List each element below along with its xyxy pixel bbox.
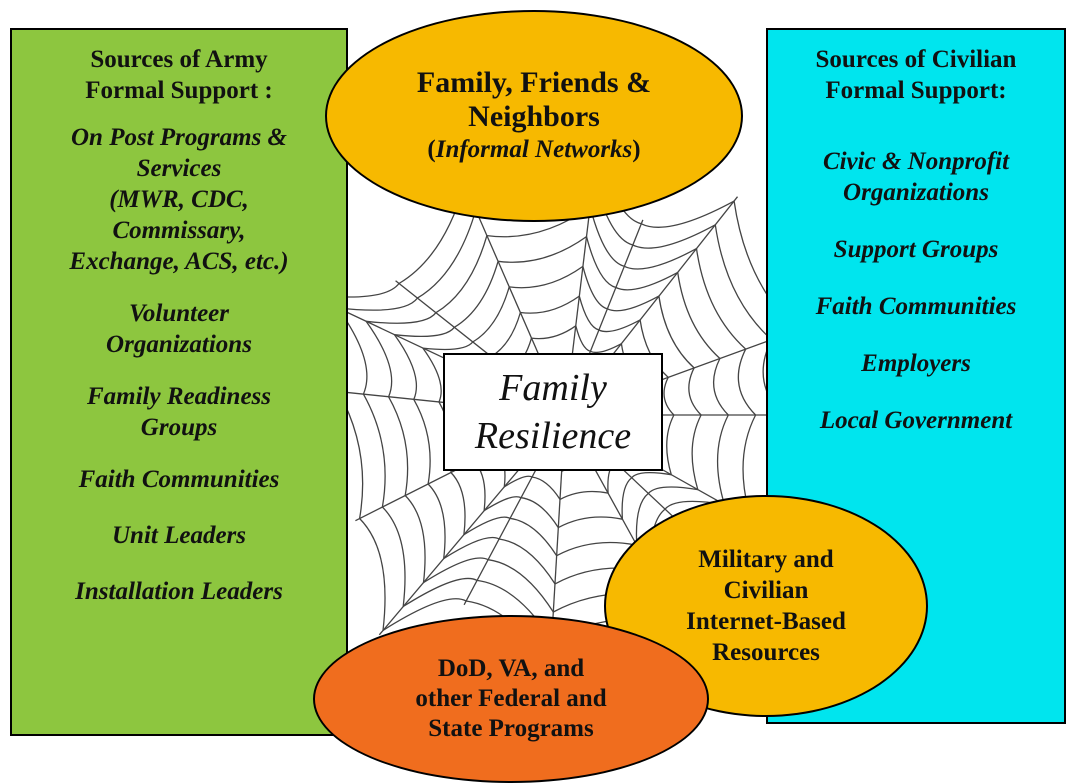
army-item-family-readiness-groups: Family Readiness Groups <box>12 381 346 443</box>
internet-line-3: Internet-Based <box>686 608 846 635</box>
army-item-line: Commissary, <box>112 217 246 244</box>
civilian-item-line: Support Groups <box>833 236 999 263</box>
civilian-item-line: Local Government <box>819 407 1013 434</box>
informal-paren-close: ) <box>632 136 641 163</box>
army-item-installation-leaders: Installation Leaders <box>12 576 346 607</box>
civilian-item-faith-communities: Faith Communities <box>768 291 1064 322</box>
family-resilience-box: Family Resilience <box>443 353 663 471</box>
army-item-line: Services <box>136 155 222 182</box>
army-item-faith-communities: Faith Communities <box>12 464 346 495</box>
army-item-line: Unit Leaders <box>111 522 247 549</box>
civilian-header-line-1: Sources of Civilian <box>815 46 1017 73</box>
civilian-item-employers: Employers <box>768 348 1064 379</box>
army-item-line: Installation Leaders <box>75 578 283 605</box>
civilian-item-line: Civic & Nonprofit <box>822 148 1010 175</box>
army-item-unit-leaders: Unit Leaders <box>12 520 346 551</box>
civilian-item-civic-nonprofit: Civic & Nonprofit Organizations <box>768 146 1064 208</box>
center-line-1: Family <box>499 367 607 409</box>
internet-line-2: Civilian <box>723 577 809 604</box>
army-header-line-2: Formal Support : <box>85 77 273 104</box>
informal-line-1: Family, Friends & <box>416 66 652 99</box>
civilian-item-line: Employers <box>861 350 971 377</box>
army-item-line: Exchange, ACS, etc.) <box>69 248 289 275</box>
internet-line-4: Resources <box>712 639 820 666</box>
army-formal-support-panel: Sources of Army Formal Support : On Post… <box>10 28 348 736</box>
civilian-item-line: Organizations <box>843 179 989 206</box>
informal-networks-note: (Informal Networks) <box>417 134 651 166</box>
army-panel-header: Sources of Army Formal Support : <box>12 44 346 106</box>
army-item-on-post-programs: On Post Programs & Services (MWR, CDC, C… <box>12 122 346 277</box>
informal-paren-open: ( <box>427 136 436 163</box>
army-item-line: Family Readiness <box>86 383 272 410</box>
army-item-line: (MWR, CDC, <box>109 186 249 213</box>
army-item-line: Volunteer <box>128 300 230 327</box>
civilian-item-line: Faith Communities <box>815 293 1017 320</box>
army-item-line: Faith Communities <box>78 466 280 493</box>
army-item-line: Organizations <box>106 331 252 358</box>
army-item-line: Groups <box>140 414 218 441</box>
civilian-item-support-groups: Support Groups <box>768 234 1064 265</box>
civilian-panel-header: Sources of Civilian Formal Support: <box>768 44 1064 106</box>
civilian-header-line-2: Formal Support: <box>825 77 1007 104</box>
internet-line-1: Military and <box>698 546 834 573</box>
army-header-line-1: Sources of Army <box>90 46 268 73</box>
federal-line-1: DoD, VA, and <box>437 655 585 682</box>
federal-line-3: State Programs <box>428 715 594 742</box>
army-item-line: On Post Programs & <box>70 124 287 151</box>
civilian-item-local-government: Local Government <box>768 405 1064 436</box>
federal-line-2: other Federal and <box>415 685 607 712</box>
army-item-volunteer-organizations: Volunteer Organizations <box>12 298 346 360</box>
informal-line-2: Neighbors <box>468 100 600 133</box>
federal-programs-ellipse: DoD, VA, and other Federal and State Pro… <box>313 615 709 783</box>
center-line-2: Resilience <box>474 415 632 457</box>
informal-networks-ellipse: Family, Friends & Neighbors (Informal Ne… <box>325 10 743 222</box>
informal-networks-label: Informal Networks <box>435 136 633 163</box>
